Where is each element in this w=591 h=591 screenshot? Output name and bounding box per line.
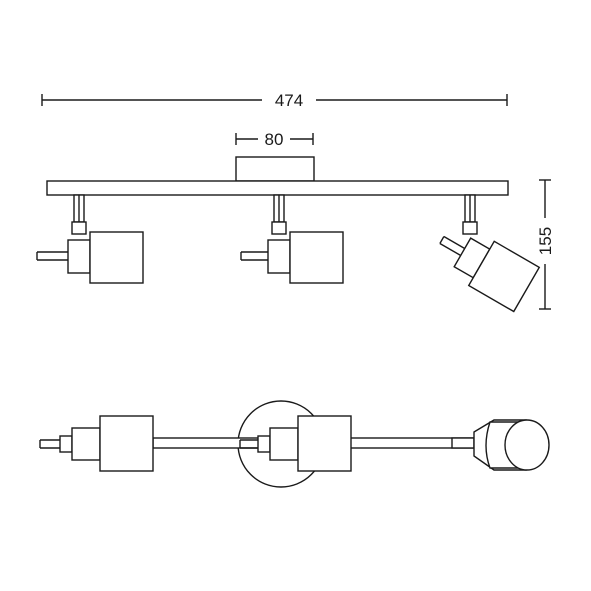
spotlight-top-3 xyxy=(451,419,550,471)
spotlight-front-2 xyxy=(240,194,344,284)
dimension-label-mount-width: 80 xyxy=(265,130,284,149)
dimension-mount-width: 80 xyxy=(235,130,314,149)
dimension-height: 155 xyxy=(536,179,555,310)
dimension-label-total-width: 474 xyxy=(275,91,303,110)
top-view xyxy=(39,400,550,488)
mounting-bar xyxy=(46,180,509,196)
dimension-label-height: 155 xyxy=(536,227,555,255)
dimension-total-width: 474 xyxy=(41,91,508,110)
spotlight-front-1 xyxy=(36,194,144,284)
front-view xyxy=(36,156,541,313)
spotlight-top-2 xyxy=(239,415,352,472)
spotlight-top-1 xyxy=(39,415,154,472)
ceiling-mount xyxy=(235,156,315,182)
spotlight-front-3 xyxy=(439,194,541,313)
